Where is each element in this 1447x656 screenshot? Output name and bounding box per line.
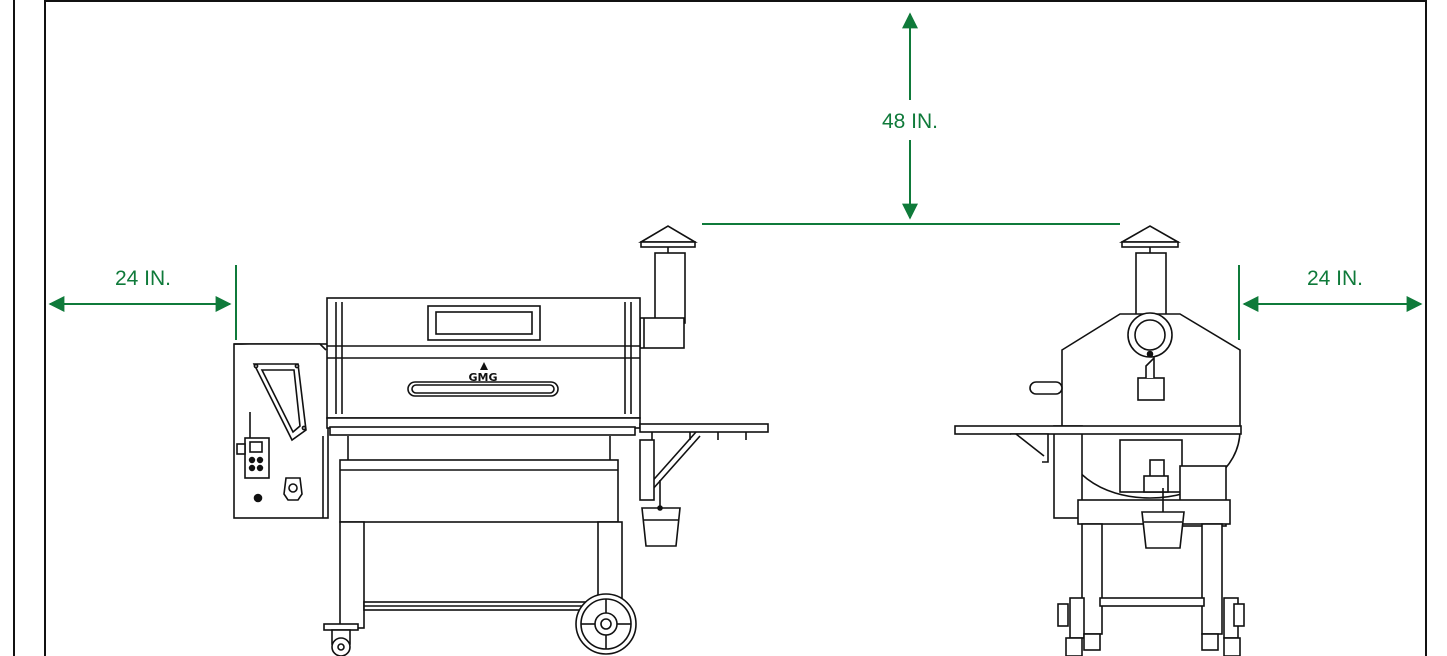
chimney-front [638,225,698,349]
grease-bucket-side [1141,488,1185,549]
controller-panel [244,437,270,479]
right-clearance-label: 24 IN. [1307,267,1363,290]
side-shelf-front [639,423,769,501]
left-clearance-label: 24 IN. [115,267,171,290]
barrel-body-side [1029,312,1241,527]
top-clearance-dimension: 48 IN. [702,12,1120,225]
brand-logo: GMG [468,362,498,384]
side-shelf-side [954,425,1242,463]
cart-frame-side [1057,499,1245,656]
top-clearance-label: 48 IN. [882,110,938,133]
grill-lid [326,297,641,429]
pellet-hopper [233,343,329,519]
grease-bucket-front [641,480,681,547]
right-clearance-dimension: 24 IN. [1238,265,1423,340]
grill-side-view [954,225,1245,656]
grill-front-view: GMG [233,225,769,656]
brand-logo-text: GMG [468,371,497,384]
left-clearance-dimension: 24 IN. [48,265,237,340]
boundary-walls [13,0,1427,656]
cart-frame-front [322,426,637,656]
